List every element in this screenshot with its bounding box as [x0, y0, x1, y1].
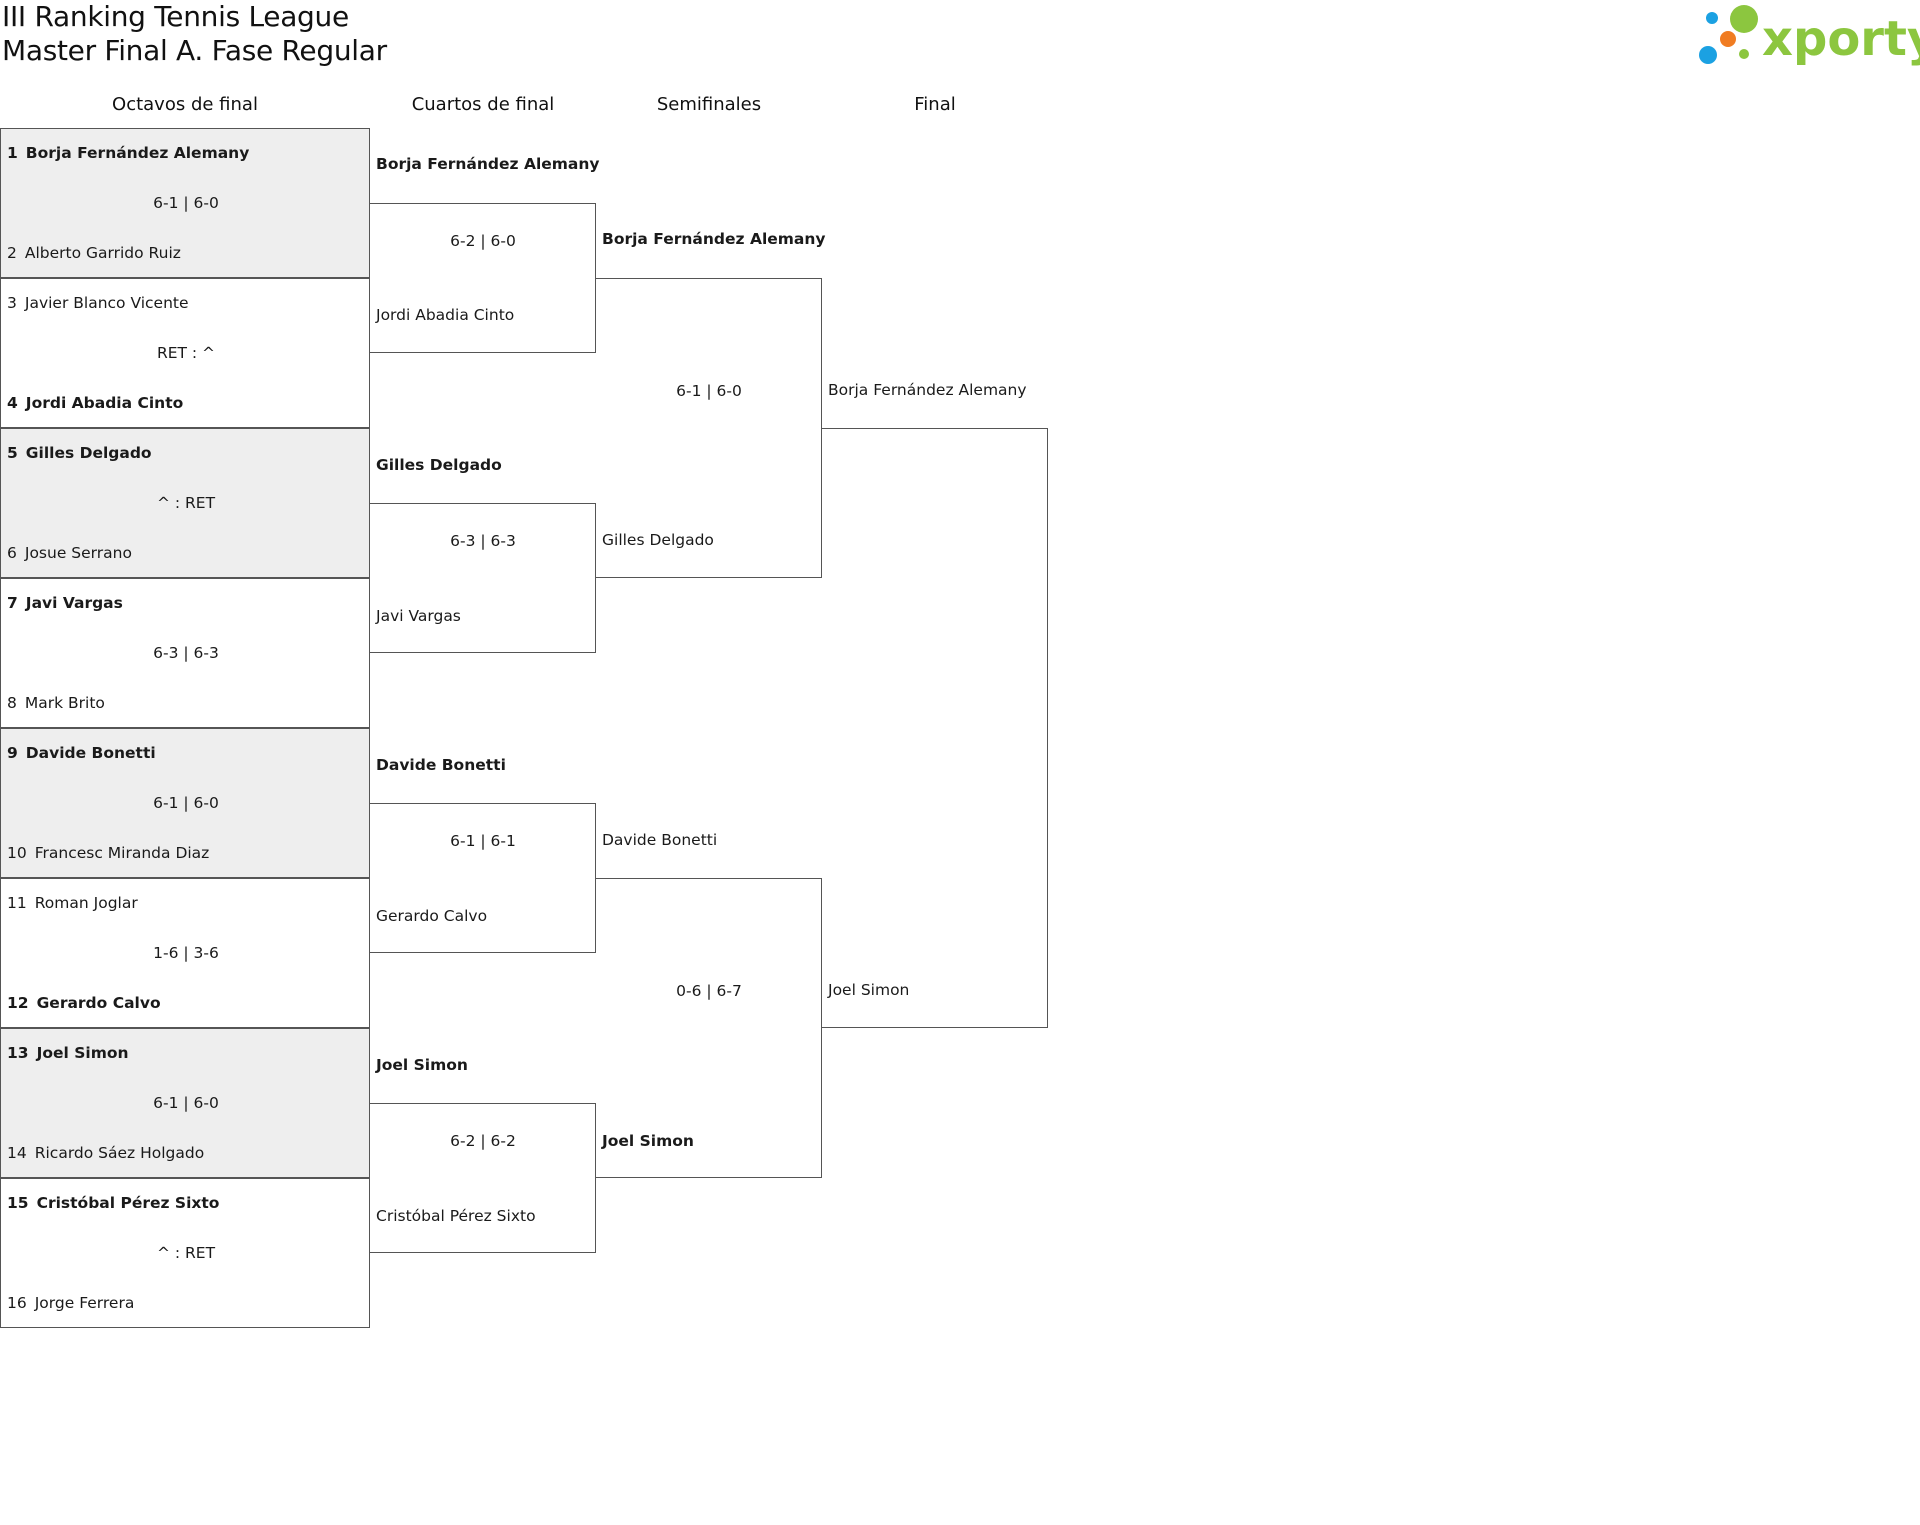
bracket-connector-final: [822, 428, 1048, 1028]
logo-dot-small-blue: [1706, 12, 1718, 24]
cuartos-4-bottom-player: Cristóbal Pérez Sixto: [376, 1207, 536, 1225]
logo-dot-green: [1730, 5, 1758, 33]
bracket-connector-semifinal-1: [596, 278, 822, 578]
logo-dot-orange: [1720, 31, 1736, 47]
match-score: 6-1 | 6-0: [153, 1094, 219, 1112]
round-header-octavos: Octavos de final: [112, 94, 258, 115]
round-header-semifinales: Semifinales: [656, 94, 762, 115]
logo-dot-blue: [1699, 46, 1717, 64]
cuartos-2-score: 6-3 | 6-3: [450, 532, 516, 550]
semifinal-1-score: 6-1 | 6-0: [676, 382, 742, 400]
page-title: III Ranking Tennis League: [2, 0, 349, 33]
bracket-connector-cuartos-1: [370, 203, 596, 353]
cuartos-1-bottom-player: Jordi Abadia Cinto: [376, 306, 515, 324]
semifinal-2-bottom-player: Joel Simon: [602, 1132, 694, 1150]
bracket-connector-semifinal-2: [596, 878, 822, 1178]
cuartos-1-top-player: Borja Fernández Alemany: [376, 155, 600, 173]
final-top-player: Borja Fernández Alemany: [828, 381, 1027, 399]
semifinal-2-score: 0-6 | 6-7: [676, 982, 742, 1000]
semifinal-2-top-player: Davide Bonetti: [602, 831, 718, 849]
match-score: ^ : RET: [156, 494, 216, 512]
round-header-cuartos: Cuartos de final: [411, 94, 555, 115]
logo-text: xporty: [1762, 11, 1920, 67]
match-score: RET : ^: [156, 344, 216, 362]
cuartos-1-score: 6-2 | 6-0: [450, 232, 516, 250]
cuartos-3-bottom-player: Gerardo Calvo: [376, 907, 488, 925]
match-score: 6-3 | 6-3: [153, 644, 219, 662]
cuartos-3-score: 6-1 | 6-1: [450, 832, 516, 850]
cuartos-2-bottom-player: Javi Vargas: [376, 607, 461, 625]
cuartos-2-top-player: Gilles Delgado: [376, 456, 502, 474]
match-score: 6-1 | 6-0: [153, 194, 219, 212]
match-score: 1-6 | 3-6: [153, 944, 219, 962]
bracket-connector-cuartos-4: [370, 1103, 596, 1253]
round-header-final: Final: [914, 94, 956, 115]
match-score: 6-1 | 6-0: [153, 794, 219, 812]
cuartos-4-score: 6-2 | 6-2: [450, 1132, 516, 1150]
final-bottom-player: Joel Simon: [828, 981, 910, 999]
semifinal-1-top-player: Borja Fernández Alemany: [602, 230, 826, 248]
cuartos-4-top-player: Joel Simon: [376, 1056, 468, 1074]
bracket-connector-cuartos-2: [370, 503, 596, 653]
cuartos-3-top-player: Davide Bonetti: [376, 756, 506, 774]
bracket-connector-cuartos-3: [370, 803, 596, 953]
xporty-logo: xporty: [1690, 2, 1920, 74]
match-score: ^ : RET: [156, 1244, 216, 1262]
page-subtitle: Master Final A. Fase Regular: [2, 34, 387, 67]
logo-dot-small-green: [1739, 49, 1749, 59]
semifinal-1-bottom-player: Gilles Delgado: [602, 531, 714, 549]
